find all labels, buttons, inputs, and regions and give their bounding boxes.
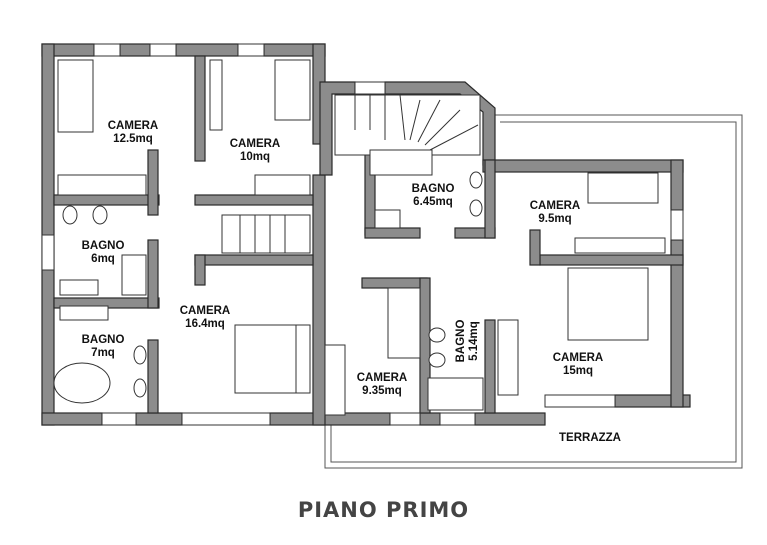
windows [41,43,684,426]
terrace-outline [324,114,743,469]
walls [41,43,691,426]
staircase [221,94,481,254]
terrace-inner-outline [330,121,737,463]
furniture [53,59,666,416]
terrace-label: TERRAZZA [559,432,621,444]
plan-title: PIANO PRIMO [297,498,470,522]
